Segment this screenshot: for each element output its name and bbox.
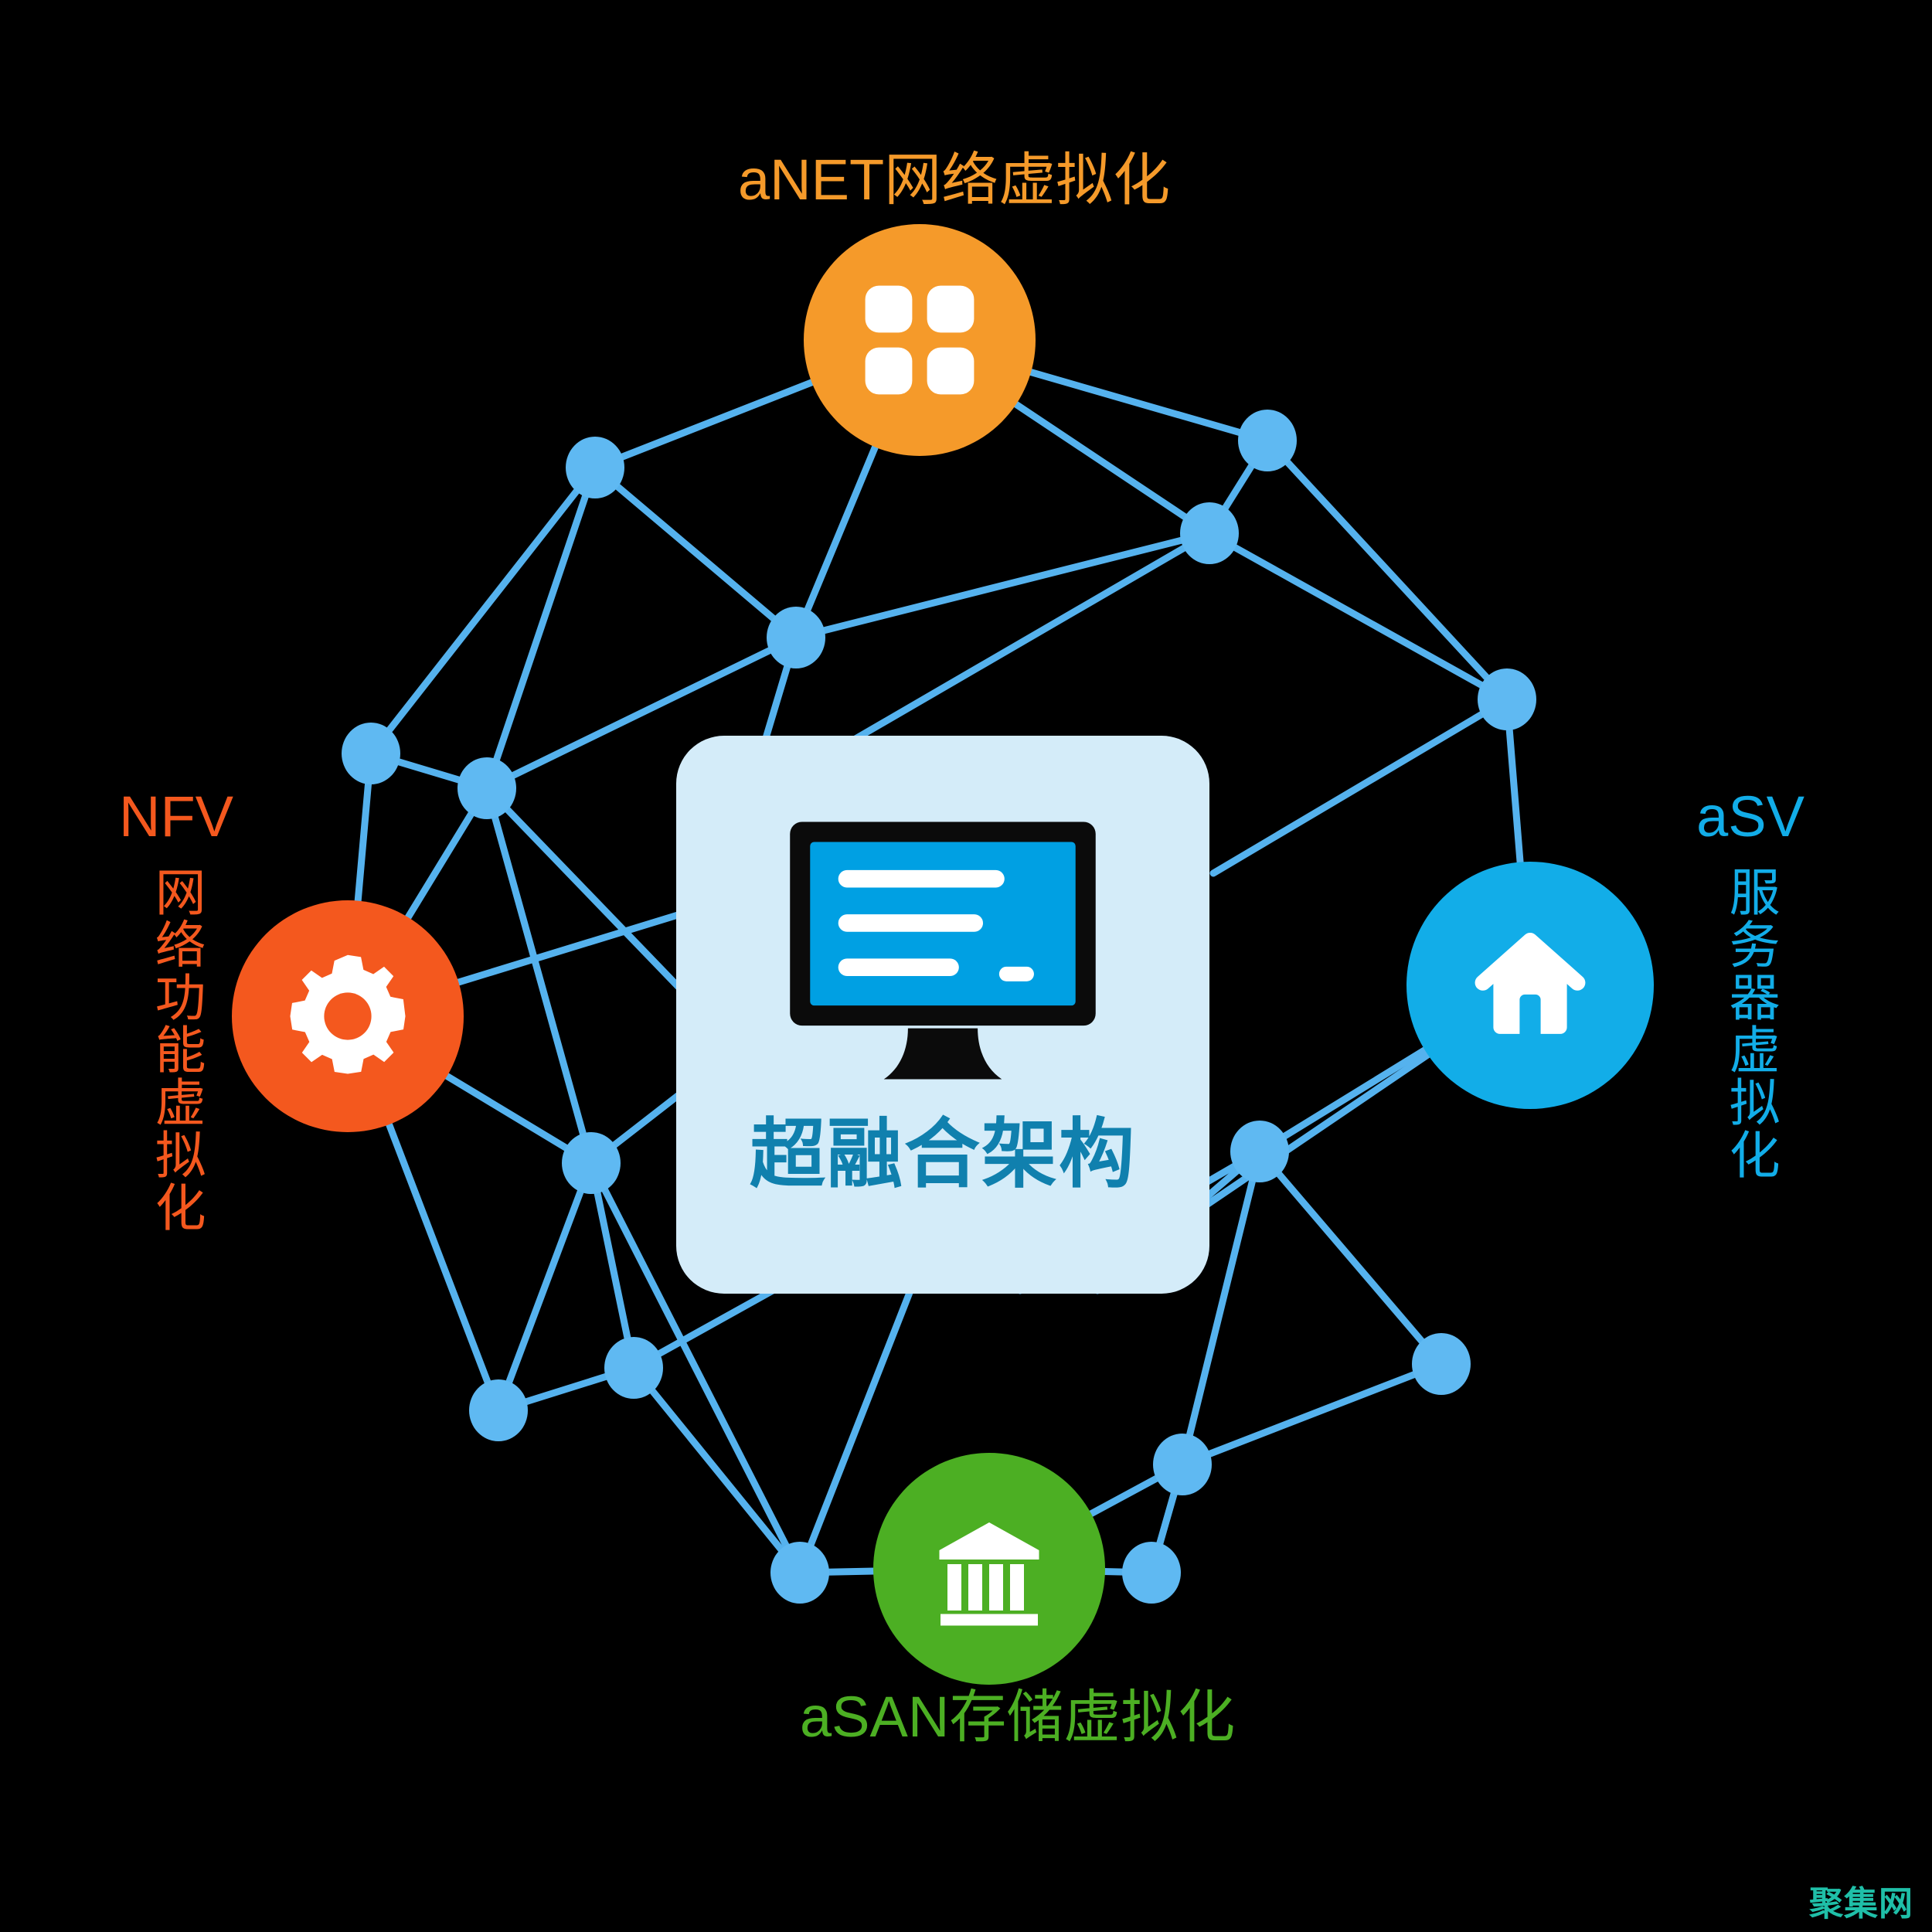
hub-label-nfv-latin: NFV bbox=[119, 784, 233, 849]
network-node bbox=[1230, 1121, 1289, 1182]
hub-label-nfv: NFV 网络功能虚拟化 bbox=[111, 784, 242, 1234]
hub-node-asan[interactable] bbox=[873, 1453, 1105, 1685]
hub-label-anet: aNET网络虚拟化 bbox=[738, 148, 1171, 212]
network-node bbox=[1153, 1434, 1212, 1495]
grid-four-squares-icon bbox=[865, 285, 975, 395]
network-node bbox=[562, 1132, 621, 1194]
network-node bbox=[566, 437, 624, 498]
network-node bbox=[469, 1379, 528, 1441]
hub-node-nfv[interactable] bbox=[232, 900, 464, 1132]
network-node bbox=[1478, 668, 1536, 730]
network-node bbox=[342, 723, 400, 784]
hub-label-asv-cjk: 服务器虚拟化 bbox=[1722, 866, 1780, 1181]
center-card-title: 超融合架构 bbox=[749, 1111, 1136, 1196]
hub-label-asan: aSAN存储虚拟化 bbox=[800, 1685, 1236, 1749]
network-node bbox=[1412, 1333, 1471, 1395]
monitor-icon bbox=[790, 821, 1096, 1080]
center-card[interactable]: 超融合架构 bbox=[676, 736, 1209, 1294]
hub-label-nfv-cjk: 网络功能虚拟化 bbox=[148, 866, 206, 1233]
bank-columns-icon bbox=[939, 1522, 1039, 1626]
hub-node-anet[interactable] bbox=[804, 224, 1036, 456]
network-node bbox=[1238, 410, 1297, 471]
gear-icon bbox=[290, 954, 406, 1074]
network-node bbox=[457, 757, 516, 819]
network-node bbox=[604, 1337, 663, 1399]
home-icon bbox=[1475, 933, 1586, 1034]
network-node bbox=[1122, 1542, 1181, 1604]
network-node bbox=[770, 1542, 829, 1604]
network-nodes bbox=[342, 410, 1536, 1604]
hub-label-asv: aSV 服务器虚拟化 bbox=[1685, 784, 1816, 1182]
hub-node-asv[interactable] bbox=[1406, 862, 1654, 1109]
network-node bbox=[767, 607, 825, 668]
watermark: 聚集网 bbox=[1809, 1885, 1913, 1923]
network-node bbox=[1180, 502, 1239, 564]
hub-label-asv-latin: aSV bbox=[1696, 784, 1804, 849]
